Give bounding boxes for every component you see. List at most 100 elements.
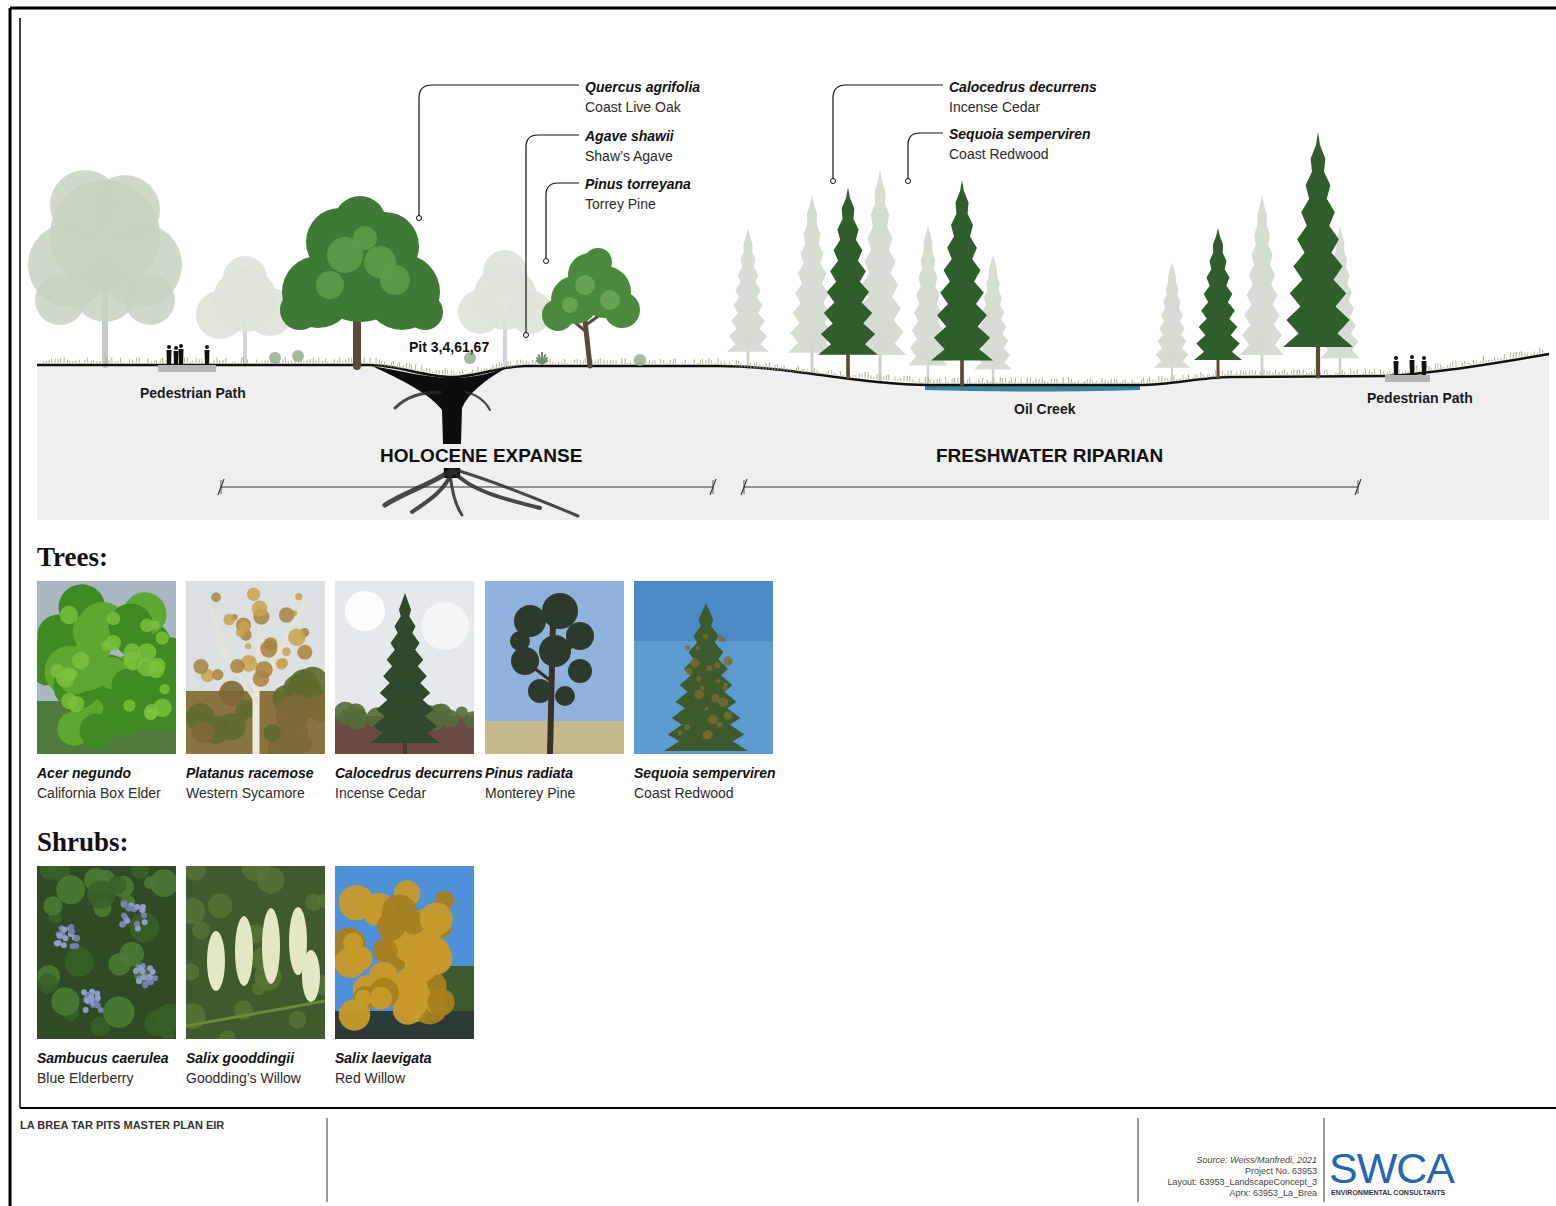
grass-blade	[1192, 378, 1194, 380]
foliage	[238, 621, 249, 632]
species-name: Quercus agrifolia	[585, 77, 700, 97]
person-figure	[174, 346, 179, 365]
grass-blade	[583, 361, 585, 365]
grass-blade	[55, 359, 56, 364]
grass-blade	[117, 361, 118, 364]
catkin	[207, 931, 225, 991]
grass-blade	[790, 370, 791, 371]
grass-blade	[919, 379, 920, 383]
photo-drawing	[186, 581, 325, 754]
species-name: Calocedrus decurrens	[949, 77, 1097, 97]
grass-blade	[939, 379, 940, 384]
grass-blade	[831, 370, 832, 375]
foliage	[56, 875, 85, 904]
grass-blade	[166, 360, 167, 364]
grass-blade	[1521, 351, 1523, 357]
grass-blade	[462, 370, 464, 375]
grass-blade	[610, 360, 612, 365]
grass-blade	[781, 367, 783, 371]
plant-photo	[186, 866, 325, 1039]
grass-blade	[952, 379, 953, 384]
grass-blade	[1255, 371, 1257, 376]
grass-blade	[772, 367, 774, 369]
foliage	[684, 724, 690, 730]
foliage	[245, 643, 251, 649]
grass-blade	[1458, 365, 1460, 366]
grass-blade	[532, 360, 534, 365]
grass-blade	[1497, 358, 1498, 361]
grass-blade	[807, 370, 808, 373]
grass-blade	[1429, 366, 1430, 371]
grass-blade	[1275, 370, 1277, 376]
foliage	[186, 898, 205, 924]
grass-blade	[705, 360, 706, 365]
dimension-tick	[713, 480, 714, 494]
grass-blade	[520, 360, 522, 366]
frame	[10, 8, 1556, 1206]
grass-blade	[1249, 371, 1251, 376]
grass-blade	[334, 359, 335, 364]
grass-blade	[46, 361, 48, 364]
grass-blade	[1054, 379, 1056, 384]
grass-blade	[267, 361, 268, 364]
person-body	[167, 350, 172, 365]
foliage	[72, 652, 89, 669]
source-note: Source: Weiss/Manfredi, 2021	[1197, 1155, 1317, 1166]
agave-leaf	[542, 361, 548, 365]
grass-blade	[561, 362, 562, 365]
grass-blade	[837, 375, 839, 376]
foliage	[124, 651, 143, 670]
grass-blade	[798, 366, 800, 373]
foliage	[295, 735, 313, 753]
grass-blade	[1501, 358, 1502, 360]
foliage	[159, 684, 170, 695]
frame-line	[10, 7, 1556, 10]
foliage	[420, 942, 453, 975]
foliage	[305, 893, 322, 910]
species-name: Agave shawii	[585, 126, 674, 146]
grass-blade	[555, 363, 557, 365]
grass-blade	[1030, 378, 1032, 384]
grass-blade	[1197, 374, 1199, 378]
grass-blade	[1524, 354, 1525, 357]
grass-blade	[796, 368, 798, 372]
grass-blade	[1494, 357, 1496, 361]
ground-line	[37, 354, 1549, 385]
grass-blade	[1377, 374, 1379, 375]
grass-blade	[528, 362, 529, 365]
grass-blade	[859, 374, 861, 378]
grass-blade	[1243, 371, 1245, 376]
grass-blade	[1000, 377, 1001, 384]
berry	[95, 995, 101, 1001]
grass-blade	[423, 370, 425, 372]
grass-blade	[139, 358, 141, 364]
grass-blade	[1011, 377, 1013, 384]
foreground-trees	[269, 131, 1353, 385]
foliage	[64, 948, 93, 977]
sky	[485, 581, 624, 754]
grass-blade	[1234, 375, 1236, 376]
grass-blade	[1314, 369, 1316, 376]
grass-blade	[621, 358, 622, 365]
canopy	[562, 297, 578, 313]
person-figure	[1422, 356, 1427, 375]
grass-blade	[1228, 371, 1229, 376]
foliage	[208, 893, 233, 918]
grass-blade	[1491, 359, 1492, 361]
grass-blade	[1257, 375, 1259, 376]
frame-line	[19, 18, 21, 1108]
grass-blade	[93, 360, 95, 364]
grass-blade	[1047, 382, 1048, 384]
grass-blade	[777, 364, 779, 370]
foliage	[38, 973, 58, 993]
species-name: Pinus radiata	[485, 763, 626, 783]
foliage	[348, 946, 372, 970]
grass-blade	[1360, 374, 1361, 375]
berry	[62, 935, 68, 941]
foliage	[87, 880, 115, 908]
grass-blade	[1174, 375, 1175, 381]
ground-section	[37, 354, 1549, 520]
grass-blade	[499, 362, 500, 369]
dimension-tick	[744, 480, 745, 494]
berry	[150, 969, 156, 975]
